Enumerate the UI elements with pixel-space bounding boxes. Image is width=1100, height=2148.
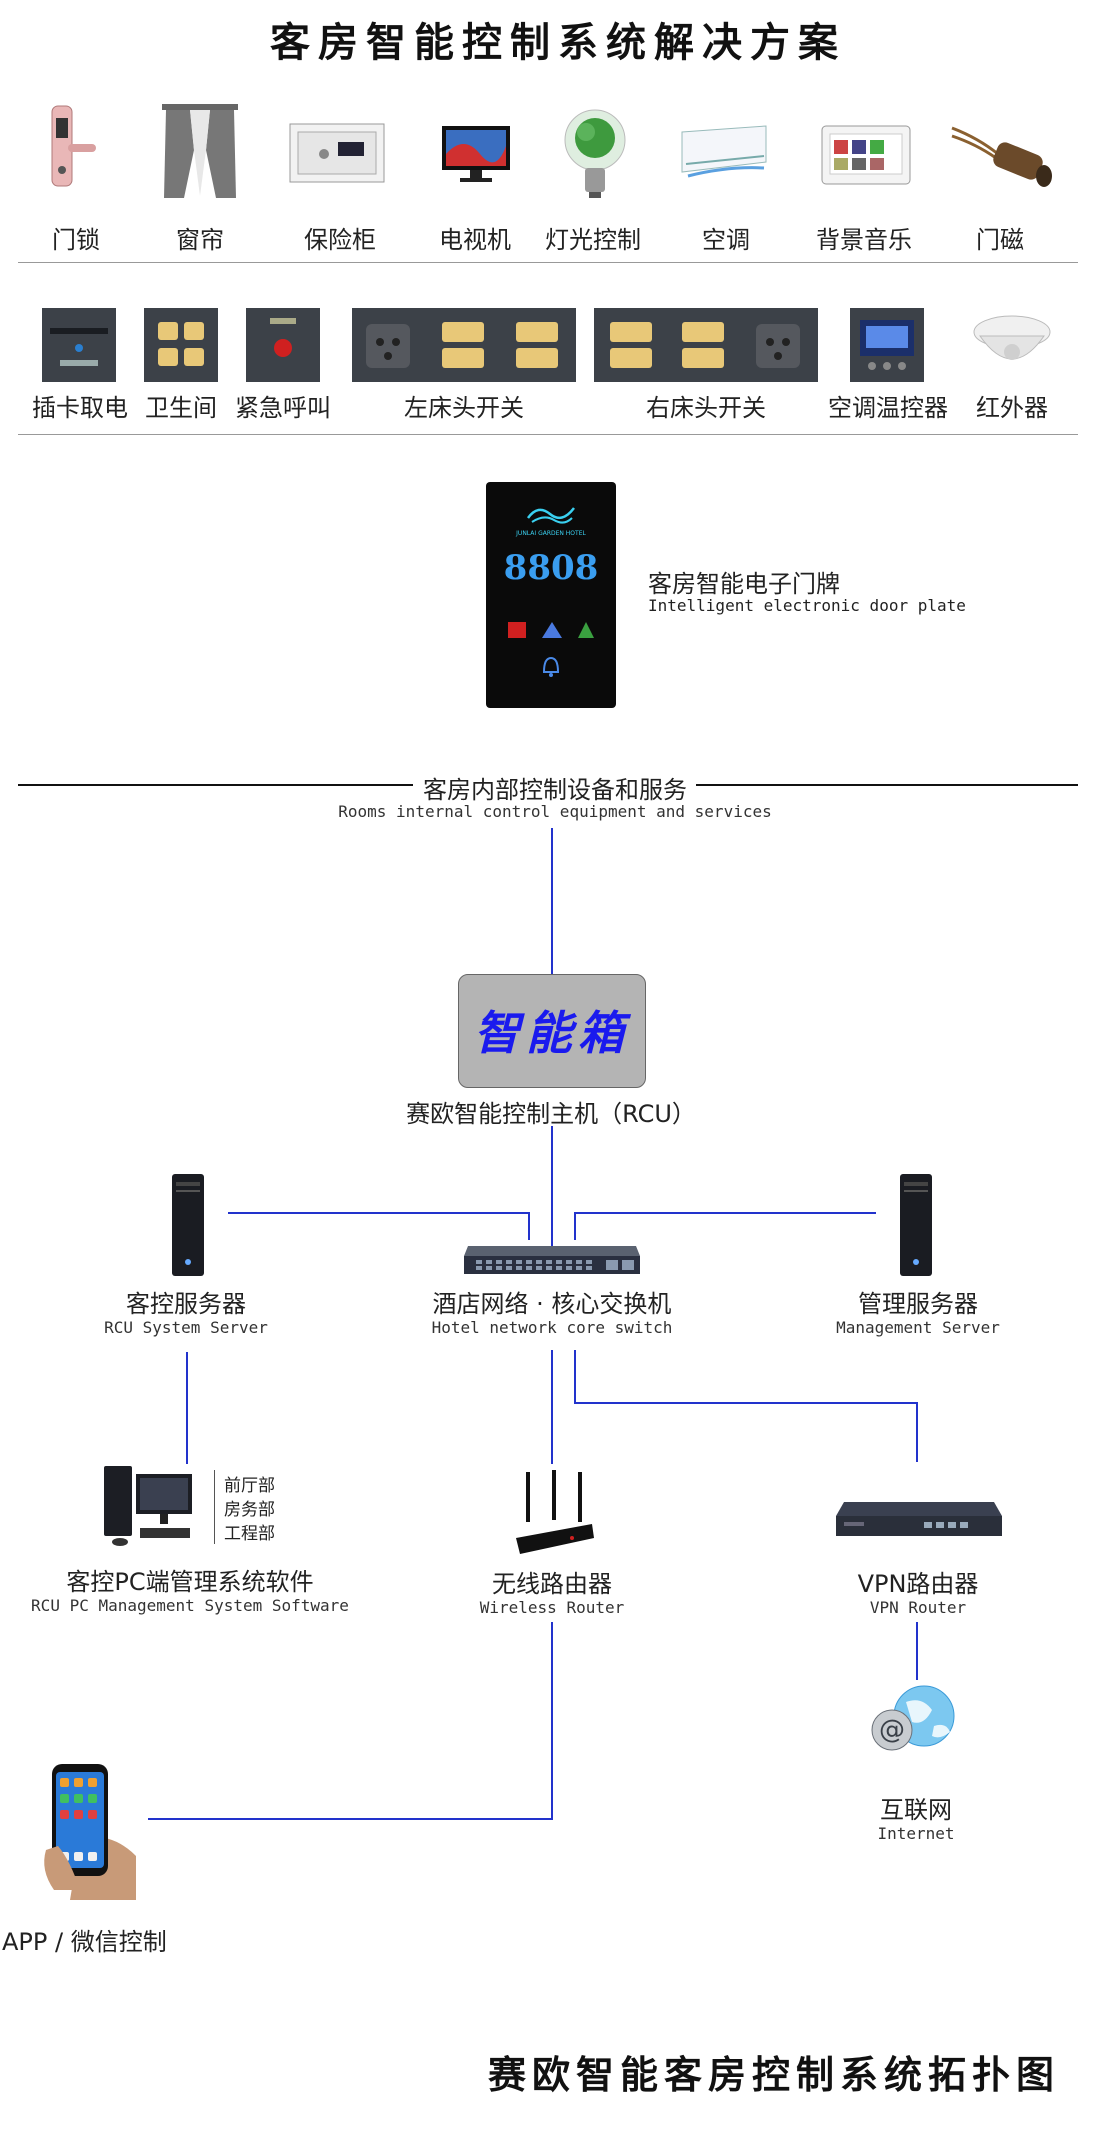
- music-panel-icon: [820, 122, 912, 188]
- department-housekeeping: 房务部: [224, 1500, 275, 1520]
- internet-globe-icon: @: [862, 1682, 970, 1762]
- app-control-label: APP / 微信控制: [2, 1928, 167, 1956]
- vpn-router-label: VPN路由器: [857, 1570, 979, 1598]
- management-server-label-en: Management Server: [836, 1318, 1000, 1337]
- management-server-label: 管理服务器: [858, 1290, 978, 1318]
- device-label-card-switch: 插卡取电: [32, 394, 128, 422]
- right-bed-switch-icon: [594, 308, 818, 382]
- hotel-logo-icon: [524, 502, 578, 526]
- wire-rcu-server-h: [228, 1212, 530, 1214]
- door-sensor-icon: [948, 118, 1054, 188]
- curtain-icon: [160, 100, 240, 200]
- core-switch-icon: [462, 1242, 642, 1278]
- wire-section-rcu: [551, 828, 553, 974]
- pc-software-label-en: RCU PC Management System Software: [31, 1596, 349, 1615]
- wire-switch-vpn-h: [574, 1402, 918, 1404]
- divider-row1: [18, 262, 1078, 263]
- device-label-safe: 保险柜: [304, 226, 376, 254]
- door-plate-panel: JUNLAI GARDEN HOTEL 8808: [486, 482, 616, 708]
- rcu-box-text: 智能箱: [474, 1006, 630, 1060]
- device-label-light: 灯光控制: [545, 226, 641, 254]
- door-plate-label-en: Intelligent electronic door plate: [648, 596, 966, 615]
- infrared-sensor-icon: [972, 312, 1052, 378]
- bathroom-switch-icon: [144, 308, 218, 382]
- safe-icon: [288, 118, 388, 188]
- section-subtitle: Rooms internal control equipment and ser…: [338, 802, 772, 821]
- device-label-right-bed: 右床头开关: [646, 394, 766, 422]
- wire-switch-wireless: [551, 1350, 553, 1464]
- hotel-name: JUNLAI GARDEN HOTEL: [516, 530, 586, 537]
- department-front-office: 前厅部: [224, 1476, 275, 1496]
- rcu-server-icon: [168, 1172, 208, 1278]
- device-label-door-sensor: 门磁: [976, 226, 1024, 254]
- device-label-door-lock: 门锁: [52, 226, 100, 254]
- wire-wireless-app-v: [551, 1622, 553, 1820]
- rcu-label: 赛欧智能控制主机（RCU）: [406, 1100, 696, 1128]
- device-label-music: 背景音乐: [816, 226, 912, 254]
- section-rule-right: [696, 784, 1078, 786]
- department-bracket: [214, 1470, 215, 1544]
- emergency-button-icon: [246, 308, 320, 382]
- air-conditioner-icon: [678, 122, 770, 186]
- device-label-ac: 空调: [702, 226, 750, 254]
- pc-workstation-icon: [100, 1462, 196, 1548]
- pc-software-label: 客控PC端管理系统软件: [66, 1568, 314, 1596]
- vpn-router-icon: [834, 1496, 1004, 1546]
- wire-server-pc: [186, 1352, 188, 1464]
- page-title: 客房智能控制系统解决方案: [270, 19, 846, 66]
- left-bed-switch-icon: [352, 308, 576, 382]
- divider-row2: [18, 434, 1078, 435]
- wireless-router-label-en: Wireless Router: [479, 1598, 625, 1617]
- device-label-thermostat: 空调温控器: [828, 394, 948, 422]
- department-list: 前厅部 房务部 工程部: [224, 1474, 275, 1546]
- device-label-tv: 电视机: [439, 226, 511, 254]
- device-label-bathroom: 卫生间: [145, 394, 217, 422]
- device-label-infrared: 红外器: [976, 394, 1048, 422]
- device-label-curtain: 窗帘: [176, 226, 224, 254]
- wireless-router-icon: [512, 1468, 596, 1558]
- door-lock-icon: [38, 100, 98, 192]
- door-plate-label: 客房智能电子门牌: [648, 570, 840, 598]
- wire-rcu-switch: [551, 1126, 553, 1250]
- doorbell-icon: [540, 654, 562, 678]
- thermostat-icon: [850, 308, 924, 382]
- light-bulb-icon: [560, 106, 630, 202]
- section-title: 客房内部控制设备和服务: [423, 776, 687, 804]
- device-label-left-bed: 左床头开关: [404, 394, 524, 422]
- core-switch-label: 酒店网络 · 核心交换机: [432, 1290, 672, 1318]
- card-switch-icon: [42, 308, 116, 382]
- wireless-router-label: 无线路由器: [492, 1570, 612, 1598]
- wire-wireless-app-h: [148, 1818, 553, 1820]
- status-icons: [504, 618, 600, 642]
- internet-label: 互联网: [880, 1796, 952, 1824]
- wire-switch-vpn-v2: [916, 1402, 918, 1462]
- tv-icon: [440, 124, 512, 186]
- wire-mgmt-server-h: [574, 1212, 876, 1214]
- management-server-icon: [896, 1172, 936, 1278]
- internet-label-en: Internet: [877, 1824, 955, 1843]
- wire-rcu-server-v: [528, 1212, 530, 1240]
- section-rule-left: [18, 784, 413, 786]
- rcu-server-label: 客控服务器: [126, 1290, 246, 1318]
- svg-text:@: @: [879, 1715, 905, 1745]
- rcu-server-label-en: RCU System Server: [104, 1318, 268, 1337]
- wire-vpn-internet: [916, 1622, 918, 1680]
- vpn-router-label-en: VPN Router: [869, 1598, 967, 1617]
- wire-switch-vpn-v1: [574, 1350, 576, 1404]
- core-switch-label-en: Hotel network core switch: [431, 1318, 673, 1337]
- room-number: 8808: [503, 548, 599, 588]
- device-label-emergency: 紧急呼叫: [235, 394, 331, 422]
- rcu-box: 智能箱: [458, 974, 646, 1088]
- diagram-title: 赛欧智能客房控制系统拓扑图: [488, 2052, 1061, 2097]
- smartphone-hand-icon: [40, 1760, 140, 1900]
- department-engineering: 工程部: [224, 1524, 275, 1544]
- wire-mgmt-server-v: [574, 1212, 576, 1240]
